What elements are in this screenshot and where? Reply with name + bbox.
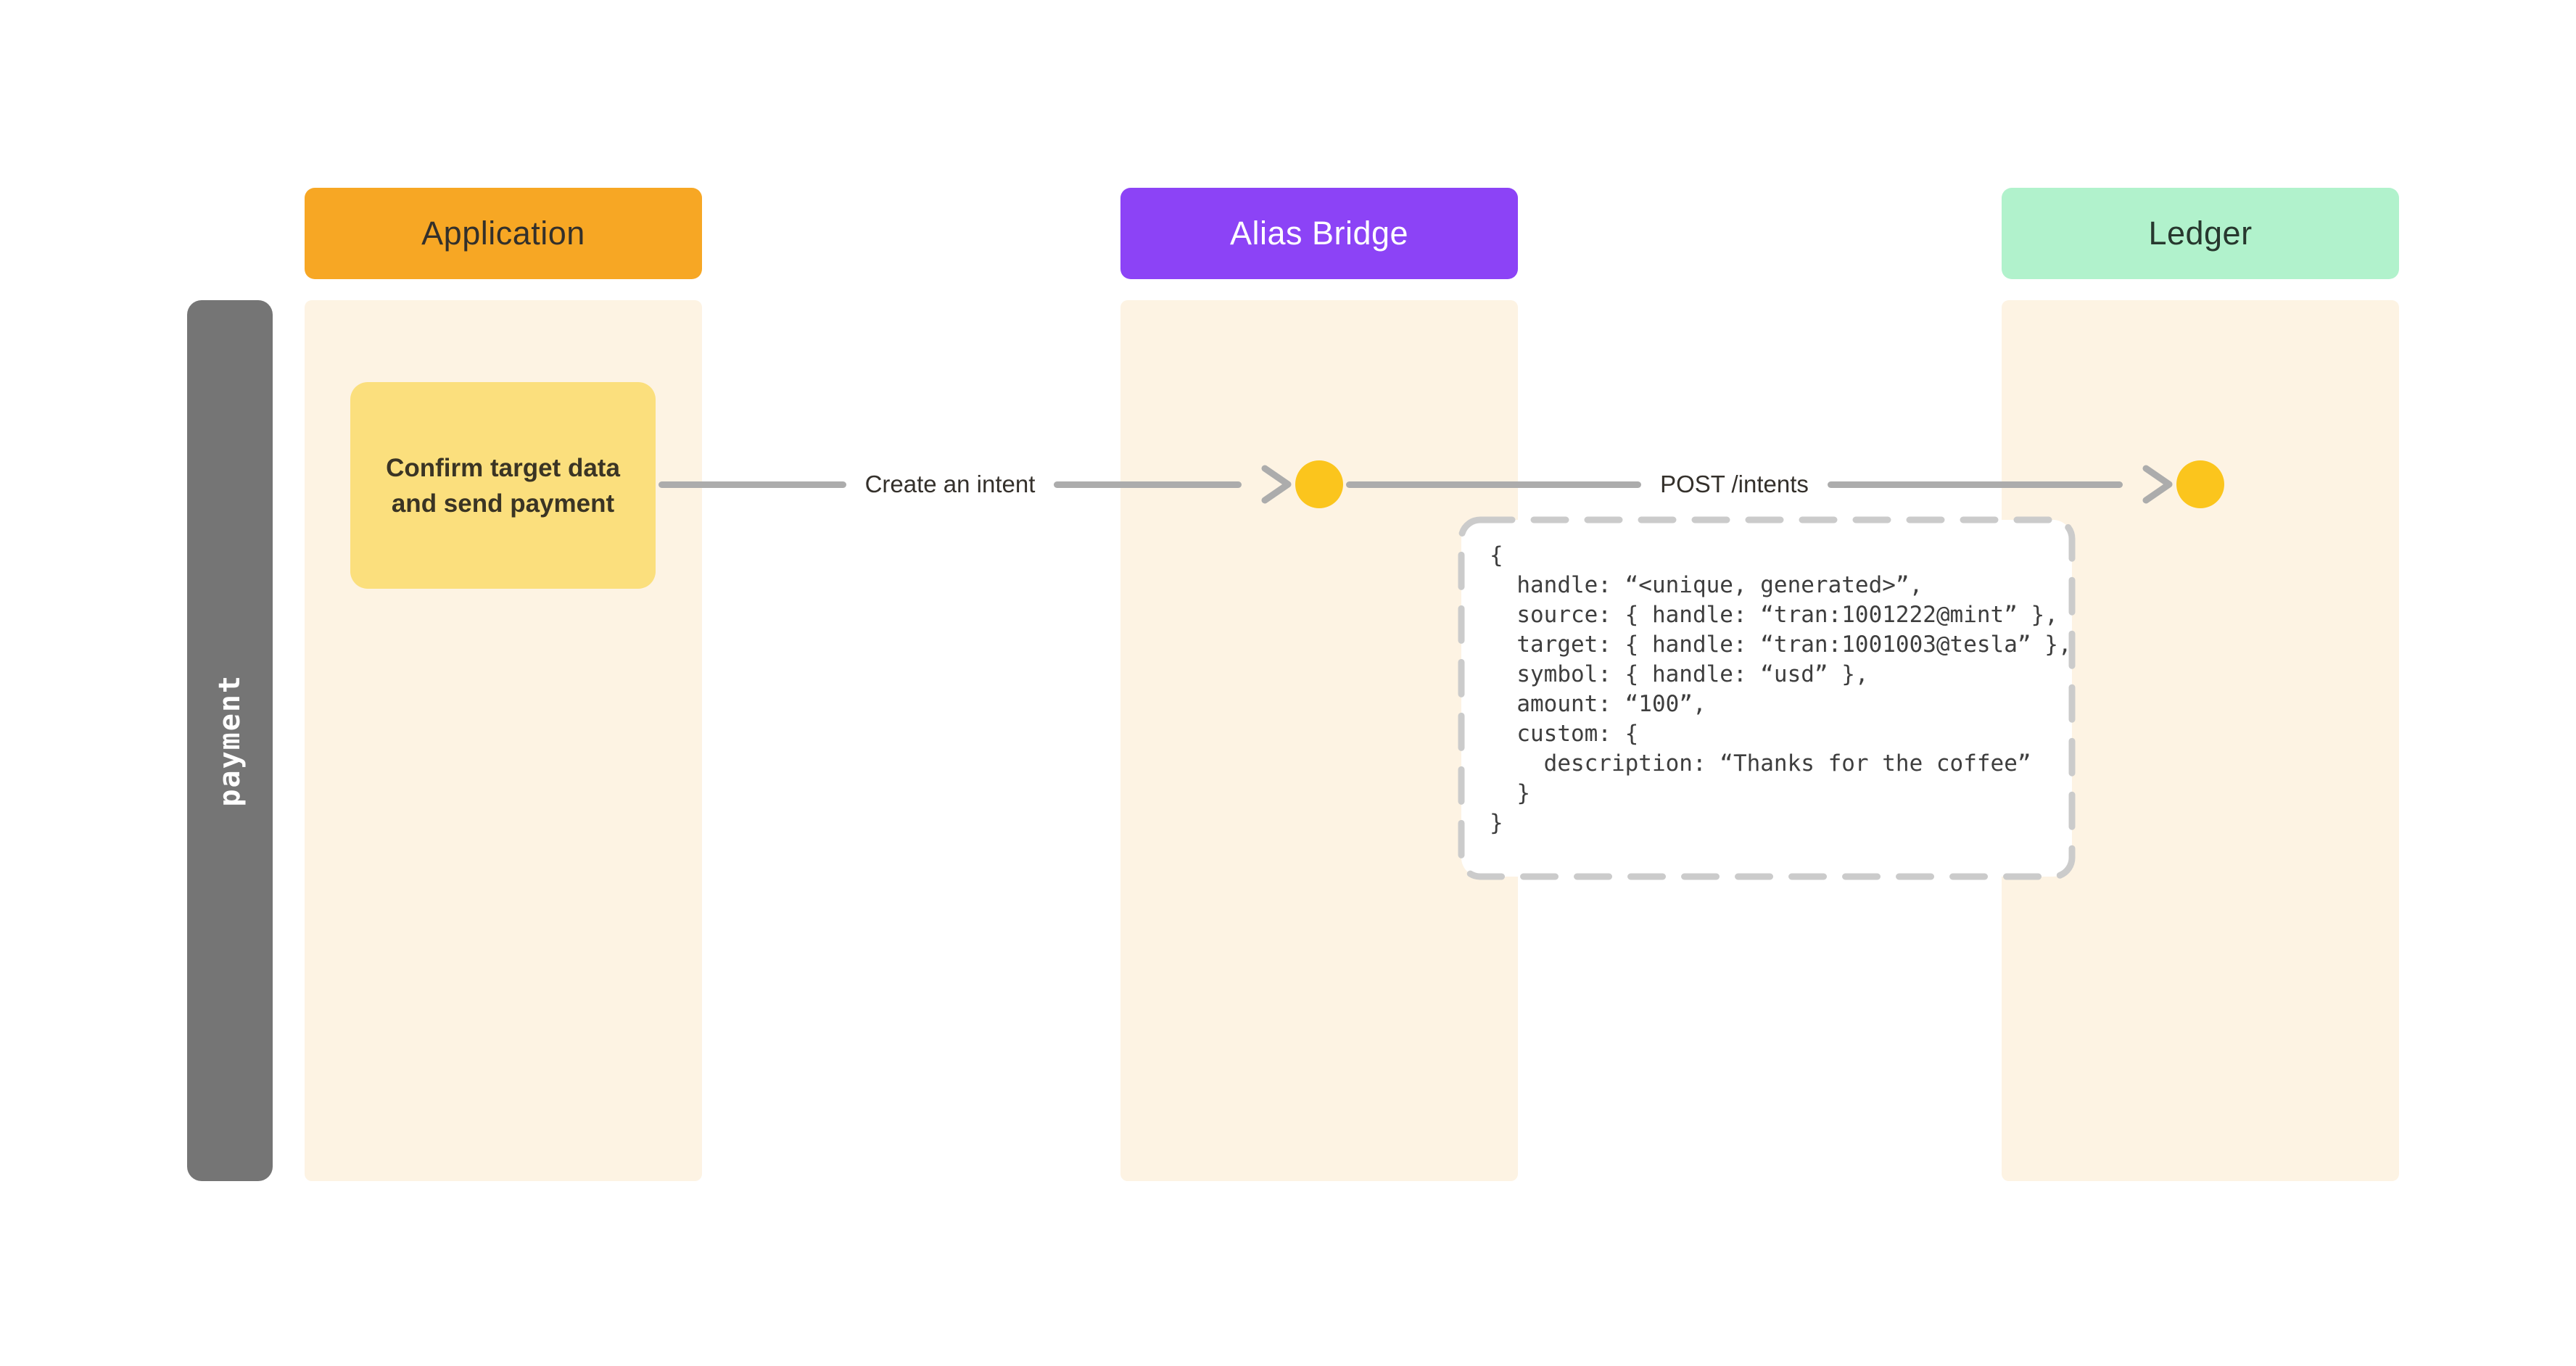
lane-header-ledger: Ledger [2002,188,2399,279]
lifeline-dot-ledger [2176,460,2224,508]
code-block-text: { handle: “<unique, generated>”, source:… [1490,542,2072,836]
arrow-line-segment [659,481,846,488]
arrowhead-icon [1261,465,1292,504]
arrow-line-segment [1346,481,1642,488]
message-label: Create an intent [864,471,1036,497]
lane-column-alias-bridge [1120,300,1518,1181]
arrow-line-segment [1827,481,2123,488]
message-label: POST /intents [1660,471,1809,497]
phase-bar-payment: payment [187,300,273,1181]
dashed-frame [1458,516,2076,880]
lifeline-dot-alias-bridge [1295,460,1343,508]
task-card-text-line2: and send payment [391,489,615,518]
task-card-text-line1: Confirm target data [386,453,620,482]
lane-header-application-label: Application [421,215,585,252]
phase-bar-label: payment [213,674,247,807]
arrowhead-icon [2142,465,2173,504]
lane-header-ledger-label: Ledger [2148,215,2253,252]
message-arrow-post-intents: POST /intents [1346,460,2174,508]
task-card: Confirm target data and send payment [350,382,656,589]
lane-header-alias-bridge-label: Alias Bridge [1229,215,1409,252]
lane-header-alias-bridge: Alias Bridge [1120,188,1518,279]
message-arrow-create-intent: Create an intent [659,460,1292,508]
code-block: { handle: “<unique, generated>”, source:… [1458,516,2076,880]
lane-header-application: Application [305,188,702,279]
arrow-line-segment [1054,481,1242,488]
